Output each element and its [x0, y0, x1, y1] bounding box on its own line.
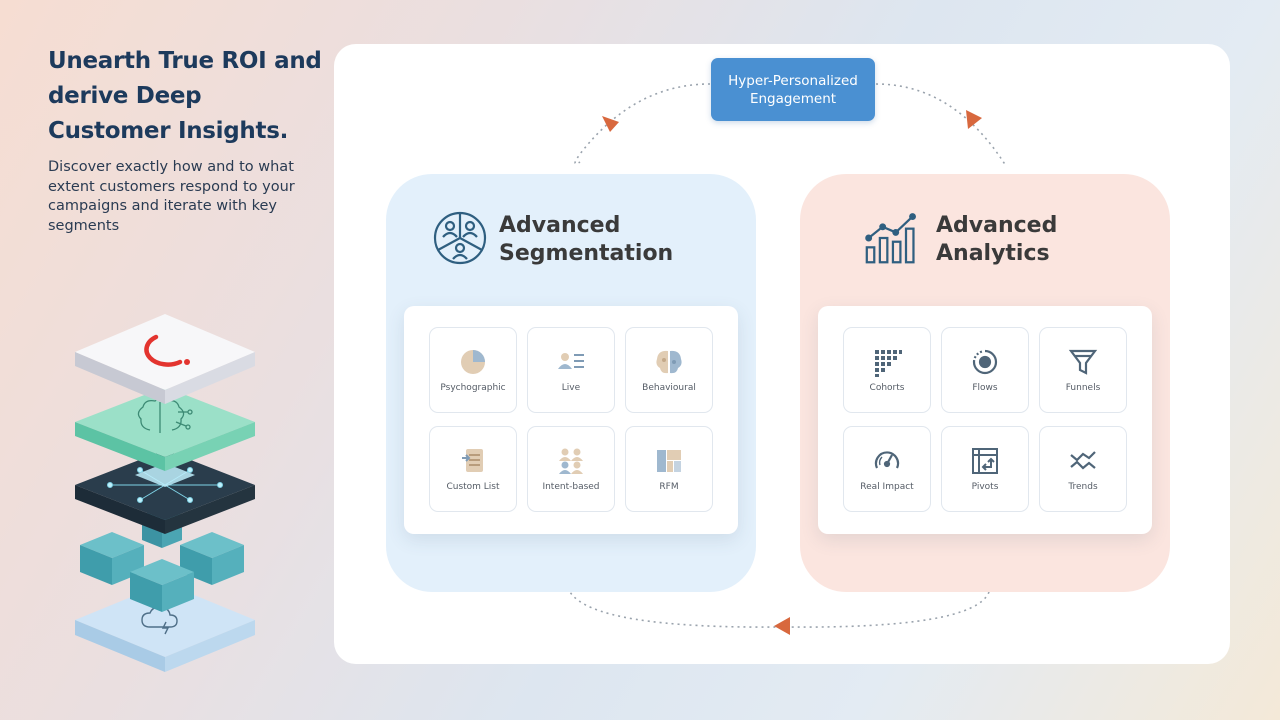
user-list-icon [558, 353, 584, 369]
analytics-tiles: Cohorts Flows Funnels [818, 306, 1152, 534]
tile-intent-based[interactable]: Intent-based [527, 426, 615, 512]
tile-real-impact[interactable]: Real Impact [843, 426, 931, 512]
segmentation-title: Advanced Segmentation [499, 212, 739, 268]
tile-label: Cohorts [869, 383, 905, 393]
tile-pivots[interactable]: Pivots [941, 426, 1029, 512]
analytics-panel: Advanced Analytics Cohorts [800, 174, 1170, 592]
segmentation-tiles: Psychographic Live Behavioural [404, 306, 738, 534]
tile-custom-list[interactable]: Custom List [429, 426, 517, 512]
tile-psychographic[interactable]: Psychographic [429, 327, 517, 413]
tile-rfm[interactable]: RFM [625, 426, 713, 512]
arrow-head-right-icon [966, 110, 982, 129]
analytics-title: Advanced Analytics [936, 212, 1176, 268]
flow-cycle-icon [972, 349, 998, 375]
grid-blocks-icon [657, 450, 681, 472]
arrow-head-left-icon [602, 116, 619, 132]
tile-label: Psychographic [440, 383, 506, 393]
tile-label: RFM [659, 482, 679, 492]
tile-label: Funnels [1065, 383, 1101, 393]
logo-layer [75, 314, 255, 404]
segmentation-title-line: Segmentation [499, 241, 674, 266]
tile-live[interactable]: Live [527, 327, 615, 413]
segmentation-people-circle-icon [433, 211, 487, 265]
analytics-title-line: Advanced [936, 213, 1058, 238]
tile-label: Flows [972, 383, 998, 393]
hero-subtext: Discover exactly how and to what extent … [48, 159, 295, 234]
insights-diagram-card: Hyper-Personalized Engagement Advanced S… [334, 44, 1230, 664]
tile-label: Behavioural [642, 383, 696, 393]
tile-label: Custom List [446, 482, 500, 492]
users-group-icon [559, 448, 583, 474]
bar-chart-trend-icon [865, 213, 916, 264]
engagement-line: Hyper-Personalized [728, 72, 858, 89]
segmentation-panel: Advanced Segmentation Psychographic [386, 174, 756, 592]
tile-label: Trends [1068, 482, 1098, 492]
brand-logo-icon [144, 334, 190, 367]
cycle-arrows [569, 83, 1007, 635]
brain-icon [656, 350, 682, 374]
tile-funnels[interactable]: Funnels [1039, 327, 1127, 413]
arrow-head-bottom-icon [774, 617, 790, 635]
ai-brain-layer [75, 387, 255, 471]
tile-label: Real Impact [860, 482, 914, 492]
pie-chart-icon [461, 350, 485, 374]
tile-behavioural[interactable]: Behavioural [625, 327, 713, 413]
engagement-line: Engagement [749, 90, 837, 107]
funnel-icon [1068, 349, 1098, 375]
tile-flows[interactable]: Flows [941, 327, 1029, 413]
cloud-layer [75, 583, 255, 672]
tile-trends[interactable]: Trends [1039, 426, 1127, 512]
trend-lines-icon [1070, 451, 1096, 470]
tile-cohorts[interactable]: Cohorts [843, 327, 931, 413]
headline-line: derive Deep [48, 83, 202, 109]
segmentation-title-line: Advanced [499, 213, 621, 238]
cohort-grid-icon [875, 350, 902, 377]
network-layer [75, 450, 255, 534]
hyper-personalized-engagement-box: Hyper-Personalized Engagement [711, 58, 875, 121]
headline: Unearth True ROI and derive Deep Custome… [48, 44, 338, 149]
tile-label: Live [561, 383, 581, 393]
pivot-table-icon [972, 448, 998, 474]
analytics-title-line: Analytics [936, 241, 1050, 266]
gauge-icon [874, 451, 900, 469]
tile-label: Pivots [971, 482, 999, 492]
headline-line: Unearth True ROI and [48, 48, 322, 74]
document-list-icon [462, 449, 483, 472]
platform-layers-illustration [75, 314, 255, 672]
tile-label: Intent-based [542, 482, 600, 492]
headline-line: Customer Insights. [48, 118, 289, 144]
